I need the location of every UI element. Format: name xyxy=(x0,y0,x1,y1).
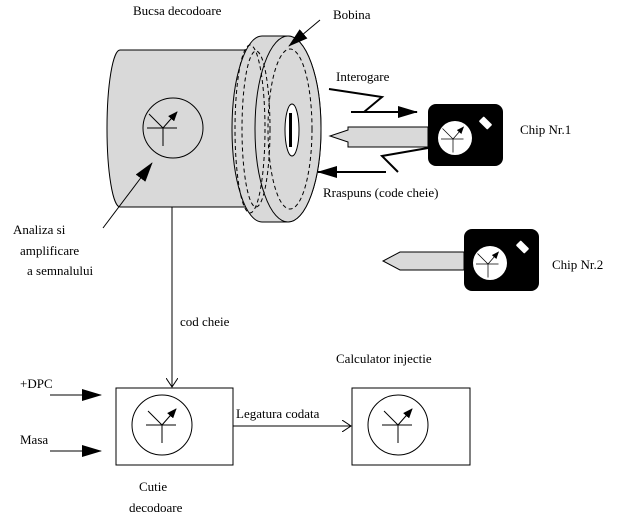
label-raspuns: Rraspuns (code cheie) xyxy=(323,185,439,200)
label-analiza-2: amplificare xyxy=(20,243,79,258)
label-interogare: Interogare xyxy=(336,69,390,84)
decoder-box xyxy=(115,387,234,466)
label-chip-2: Chip Nr.2 xyxy=(552,257,603,272)
label-analiza-1: Analiza si xyxy=(13,222,66,237)
label-cutie-2: decodoare xyxy=(129,500,183,515)
label-masa: Masa xyxy=(20,432,48,447)
label-chip-1: Chip Nr.1 xyxy=(520,122,571,137)
label-calculator: Calculator injectie xyxy=(336,351,432,366)
label-analiza-3: a semnalului xyxy=(27,263,93,278)
label-bucsa: Bucsa decodoare xyxy=(133,3,222,18)
label-legatura: Legatura codata xyxy=(236,406,320,421)
interrogation-signal xyxy=(328,88,418,118)
label-dpc: +DPC xyxy=(20,376,53,391)
label-cutie-1: Cutie xyxy=(139,479,167,494)
label-bobina: Bobina xyxy=(333,7,371,22)
coil-disc xyxy=(231,35,322,223)
chip-1-key xyxy=(328,104,503,166)
ecu-box xyxy=(351,387,471,466)
label-cod-cheie: cod cheie xyxy=(180,314,230,329)
response-signal xyxy=(317,147,429,178)
chip-2-key xyxy=(381,229,539,291)
